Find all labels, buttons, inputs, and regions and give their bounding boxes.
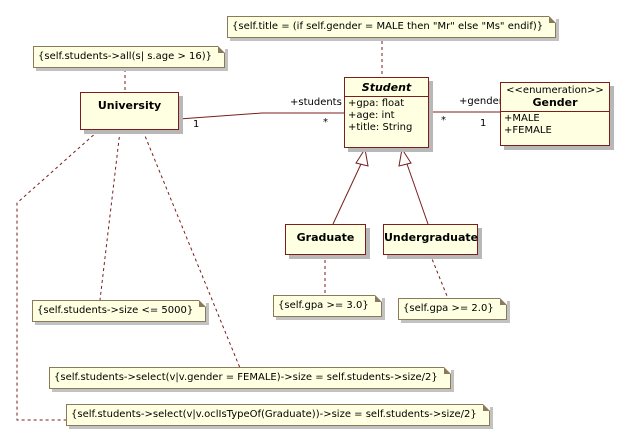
class-student-attributes: +gpa: float +age: int +title: String <box>345 96 428 135</box>
attribute-title: +title: String <box>348 122 413 133</box>
literal-male: +MALE <box>504 113 540 124</box>
generalization-undergraduate <box>406 163 429 225</box>
generalization-graduate <box>332 163 362 225</box>
generalization-arrow-graduate <box>355 147 369 167</box>
enumeration-gender-name: Gender <box>532 96 578 109</box>
class-student-name: Student <box>361 81 412 94</box>
class-graduate[interactable]: Graduate <box>285 224 366 255</box>
class-university-name: University <box>97 99 162 112</box>
class-graduate-name: Graduate <box>296 231 355 244</box>
multiplicity-university: 1 <box>193 119 200 130</box>
multiplicity-students: * <box>323 117 328 128</box>
attribute-age: +age: int <box>348 110 395 121</box>
class-university[interactable]: University <box>80 92 179 130</box>
anchor-gender-ratio-constraint <box>142 130 241 369</box>
anchor-graduate-ratio-constraint <box>16 130 99 421</box>
constraint-note-title[interactable]: {self.title = (if self.gender = MALE the… <box>227 16 557 38</box>
anchor-undergrad-gpa-constraint <box>429 253 448 297</box>
attribute-gpa: +gpa: float <box>348 98 405 109</box>
constraint-note-size[interactable]: {self.students->size <= 5000} <box>32 300 207 322</box>
role-students-label: +students <box>290 97 342 108</box>
anchor-size-constraint <box>99 130 121 301</box>
multiplicity-student-side: * <box>441 115 446 126</box>
enumeration-stereotype: <<enumeration>> <box>506 85 604 96</box>
literal-female: +FEMALE <box>504 125 552 136</box>
role-gender-label: +gender <box>459 96 503 107</box>
constraint-note-undergrad-gpa[interactable]: {self.gpa >= 2.0} <box>398 298 507 320</box>
class-undergraduate[interactable]: Undergraduate <box>383 224 478 255</box>
constraint-note-graduate-gpa[interactable]: {self.gpa >= 3.0} <box>273 295 382 317</box>
class-student[interactable]: Student +gpa: float +age: int +title: St… <box>344 77 429 148</box>
association-university-student <box>178 112 344 120</box>
enumeration-gender-literals: +MALE +FEMALE <box>501 111 609 138</box>
constraint-note-gender-ratio[interactable]: {self.students->select(v|v.gender = FEMA… <box>49 367 451 389</box>
constraint-note-graduate-ratio[interactable]: {self.students->select(v|v.oclIsTypeOf(G… <box>66 404 490 426</box>
constraint-note-age[interactable]: {self.students->all(s| s.age > 16)} <box>33 46 225 68</box>
generalization-arrow-undergraduate <box>398 147 412 167</box>
class-undergraduate-name: Undergraduate <box>384 231 479 244</box>
multiplicity-gender-side: 1 <box>480 118 487 129</box>
enumeration-gender[interactable]: <<enumeration>> Gender +MALE +FEMALE <box>500 82 610 146</box>
